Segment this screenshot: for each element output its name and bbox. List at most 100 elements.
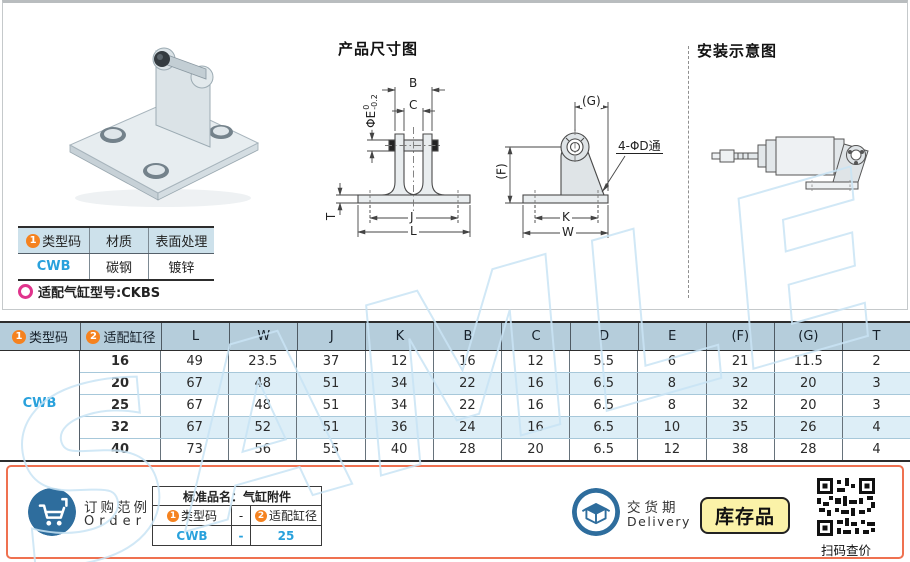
table-row-20: 20 67 48 51 34 22 16 6.5 8 32 20 3	[80, 372, 910, 394]
header-F: (F)	[705, 323, 774, 350]
dim-cell: 16	[500, 395, 569, 416]
spec-table-row: CWB 碳钢 镀锌	[18, 254, 214, 281]
dim-cell: 56	[228, 439, 296, 460]
install-section-title: 安装示意图	[697, 42, 778, 60]
order-table-head: 1 类型码 - 2 适配缸径	[153, 506, 321, 525]
bore-cell: 16	[80, 351, 160, 372]
header-E: E	[637, 323, 706, 350]
dim-label-J: J	[408, 210, 416, 224]
dim-cell: 11.5	[773, 351, 842, 372]
header-B: B	[433, 323, 501, 350]
header-K: K	[365, 323, 433, 350]
header-D: D	[569, 323, 638, 350]
dim-cell: 28	[432, 439, 501, 460]
order-label-en: Order	[84, 514, 146, 529]
dim-cell: 16	[432, 351, 501, 372]
dim-cell: 67	[160, 417, 229, 438]
order-table-values: CWB - 25	[153, 525, 321, 545]
dim-cell: 6	[637, 351, 705, 372]
dim-label-L: L	[408, 224, 419, 238]
dim-cell: 24	[432, 417, 501, 438]
compat-note-text: 适配气缸型号:CKBS	[38, 286, 161, 301]
dim-cell: 52	[228, 417, 297, 438]
dim-label-K: K	[560, 210, 572, 224]
dimension-table-header: 1 类型码 2 适配缸径 L W J K B C D E (F) (G) T	[0, 323, 910, 351]
dim-cell: 8	[637, 395, 705, 416]
table-row-16: 16 49 23.5 37 12 16 12 5.5 6 21 11.5 2	[80, 351, 910, 372]
header-W: W	[229, 323, 297, 350]
cart-icon	[28, 488, 76, 536]
dim-phiE-tolerance: 0 -0.2	[362, 94, 379, 110]
spec-header-type-label: 类型码	[42, 235, 82, 250]
order-head-bore-label: 适配缸径	[268, 509, 317, 523]
dim-cell: 16	[500, 417, 570, 438]
table-row-32: 32 67 52 51 36 24 16 6.5 10 35 26 4	[80, 416, 910, 438]
order-head-type-label: 类型码	[180, 509, 217, 523]
dim-cell: 23.5	[228, 351, 296, 372]
order-value-sep: -	[231, 526, 251, 545]
dim-cell: 51	[296, 373, 365, 394]
dim-cell: 3	[841, 373, 910, 394]
order-value-bore: 25	[277, 528, 295, 543]
dim-label-T: T	[324, 210, 339, 223]
dim-label-phiE: ΦE 0 -0.2	[362, 92, 379, 130]
header-T: T	[841, 323, 910, 350]
delivery-icon	[572, 488, 620, 536]
dim-cell: 67	[160, 395, 228, 416]
dim-cell: 12	[500, 351, 569, 372]
delivery-label-en: Delivery	[627, 514, 691, 529]
dim-cell: 20	[773, 373, 842, 394]
dim-phiE-text: ΦE	[363, 110, 378, 128]
type-code-cell: CWB	[0, 351, 80, 456]
header-C: C	[501, 323, 569, 350]
dim-cell: 6.5	[569, 439, 637, 460]
order-head-bore: 2 适配缸径	[251, 506, 321, 525]
badge-1: 1	[26, 233, 41, 248]
bore-cell: 25	[80, 395, 160, 416]
header-type-code: 1 类型码	[0, 323, 80, 350]
dim-cell: 6.5	[569, 373, 638, 394]
header-L: L	[161, 323, 229, 350]
dim-cell: 48	[228, 373, 297, 394]
dim-cell: 36	[364, 417, 433, 438]
dimension-table: 1 类型码 2 适配缸径 L W J K B C D E (F) (G) T C…	[0, 321, 910, 462]
dim-cell: 55	[296, 439, 364, 460]
spec-header-material: 材质	[89, 228, 147, 253]
spec-header-finish: 表面处理	[147, 228, 214, 253]
dim-cell: 5.5	[569, 351, 637, 372]
compat-note: 适配气缸型号:CKBS	[18, 282, 160, 301]
qr-caption: 扫码查价	[820, 543, 871, 558]
dim-cell: 67	[160, 373, 229, 394]
order-head-type: 1 类型码	[153, 506, 231, 525]
dim-cell: 20	[500, 439, 569, 460]
dim-cell: 22	[432, 395, 501, 416]
order-example-table: 标准品名：气缸附件 1 类型码 - 2 适配缸径 CWB - 25	[152, 486, 322, 546]
tol-lower: -0.2	[369, 94, 379, 110]
dim-label-C: C	[407, 98, 420, 112]
dim-cell: 28	[773, 439, 842, 460]
dim-cell: 21	[705, 351, 774, 372]
dim-cell: 35	[705, 417, 774, 438]
dimension-section-title: 产品尺寸图	[338, 40, 419, 58]
dim-cell: 32	[705, 395, 774, 416]
badge-2: 2	[86, 329, 101, 344]
dim-cell: 48	[228, 395, 296, 416]
header-J: J	[297, 323, 365, 350]
dim-cell: 4	[841, 417, 910, 438]
dim-cell: 40	[364, 439, 433, 460]
dim-cell: 20	[773, 395, 842, 416]
header-bore: 2 适配缸径	[80, 323, 161, 350]
ring-icon	[18, 284, 33, 299]
dim-cell: 37	[296, 351, 364, 372]
spec-table-header: 1 类型码 材质 表面处理	[18, 226, 214, 254]
order-value-type: CWB	[176, 528, 208, 543]
dim-cell: 49	[160, 351, 228, 372]
order-label-cn: 订购范例	[84, 500, 150, 516]
delivery-label-cn: 交货期	[627, 500, 680, 516]
badge-2: 2	[254, 509, 267, 522]
dim-cell: 16	[500, 373, 570, 394]
dim-cell: 4	[841, 439, 910, 460]
dim-cell: 2	[841, 351, 910, 372]
bore-cell: 40	[80, 439, 160, 460]
installation-drawing	[711, 136, 869, 191]
